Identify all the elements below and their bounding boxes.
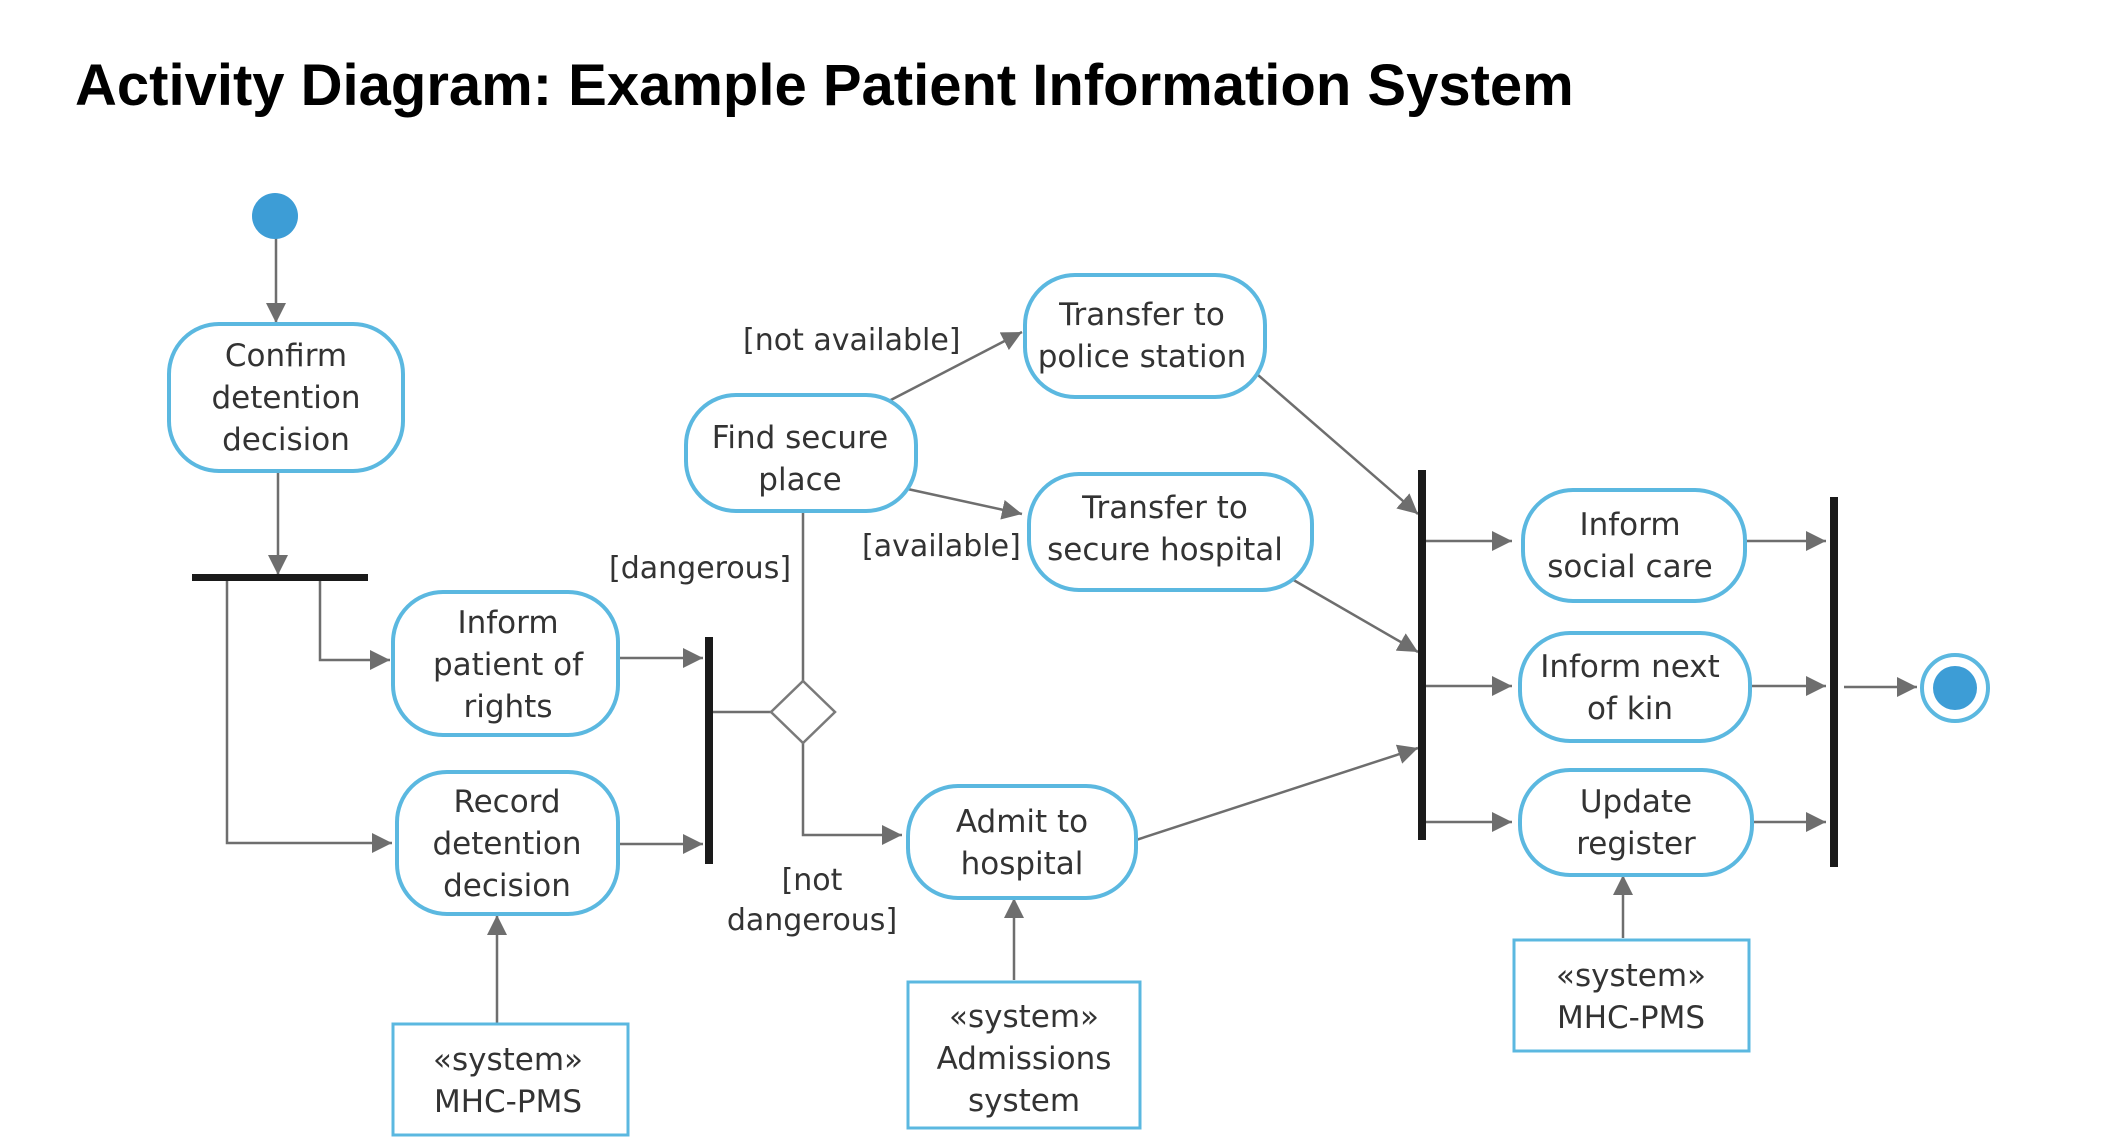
end-node <box>1920 653 1990 723</box>
edge-find-to-hospital <box>902 486 1023 520</box>
guard-dangerous: [dangerous] <box>609 551 791 586</box>
guard-not-available: [not available] <box>743 323 961 358</box>
join-bar-final <box>1830 497 1838 867</box>
edge-police-to-join <box>1257 374 1419 515</box>
edge-hospital-to-join <box>1289 576 1419 654</box>
edge-fork-to-inform-patient <box>318 579 390 670</box>
system-mhc-pms-left: «system»MHC-PMS <box>391 1022 630 1137</box>
start-node <box>252 193 298 239</box>
guard-available: [available] <box>862 529 1021 564</box>
bars <box>192 470 1838 867</box>
edges <box>225 237 1917 1023</box>
decision-diamond <box>769 679 837 745</box>
edge-admit-to-join <box>1135 744 1419 842</box>
system-mhc-pms-right: «system»MHC-PMS <box>1512 938 1751 1053</box>
fork-bar-right <box>1418 470 1426 840</box>
page-title: Activity Diagram: Example Patient Inform… <box>75 53 1574 118</box>
fork-bar-top <box>192 574 368 581</box>
svg-text:«system»MHC-PMS: «system»MHC-PMS <box>433 1042 583 1120</box>
svg-text:«system»MHC-PMS: «system»MHC-PMS <box>1556 958 1706 1036</box>
edge-decision-to-admit <box>801 743 902 845</box>
edge-find-to-police <box>886 330 1023 404</box>
edge-fork-to-record <box>225 579 392 853</box>
join-bar-left <box>705 637 713 864</box>
